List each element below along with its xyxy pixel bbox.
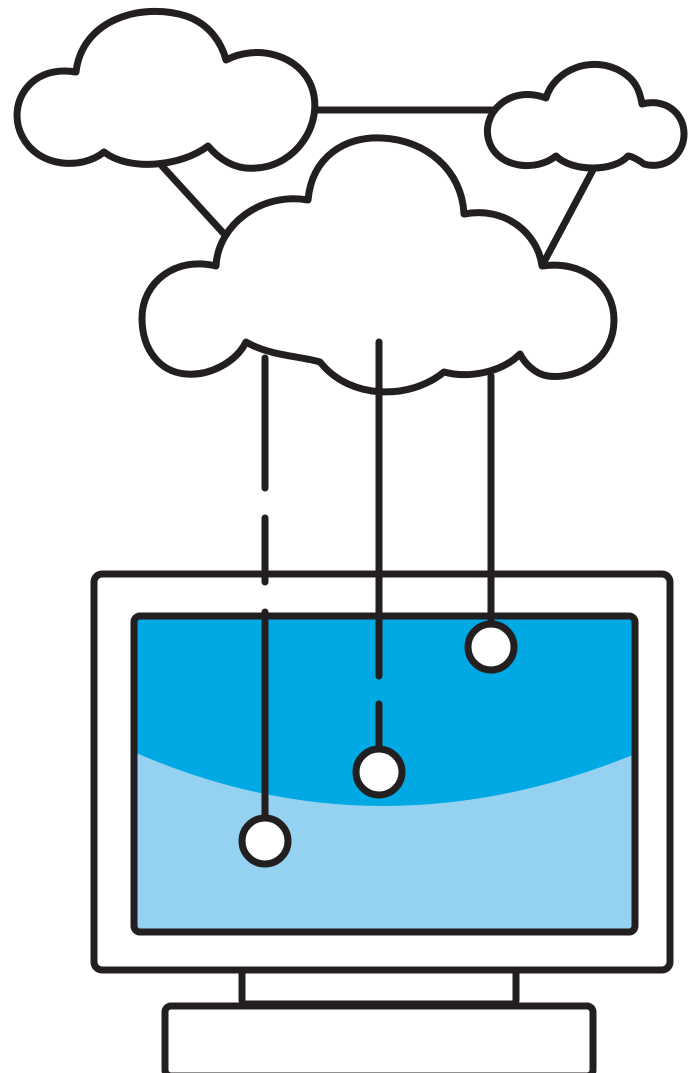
monitor-stand-base [165,1006,593,1073]
connection-node-icon [356,749,402,795]
cloud-link-line [544,168,594,262]
monitor-stand-neck [242,970,516,1004]
connection-node-icon [468,624,514,670]
cloud-icon [487,64,684,168]
cloud-icon [17,11,315,168]
cloud-link-line [162,166,226,236]
connection-node-icon [242,818,288,864]
